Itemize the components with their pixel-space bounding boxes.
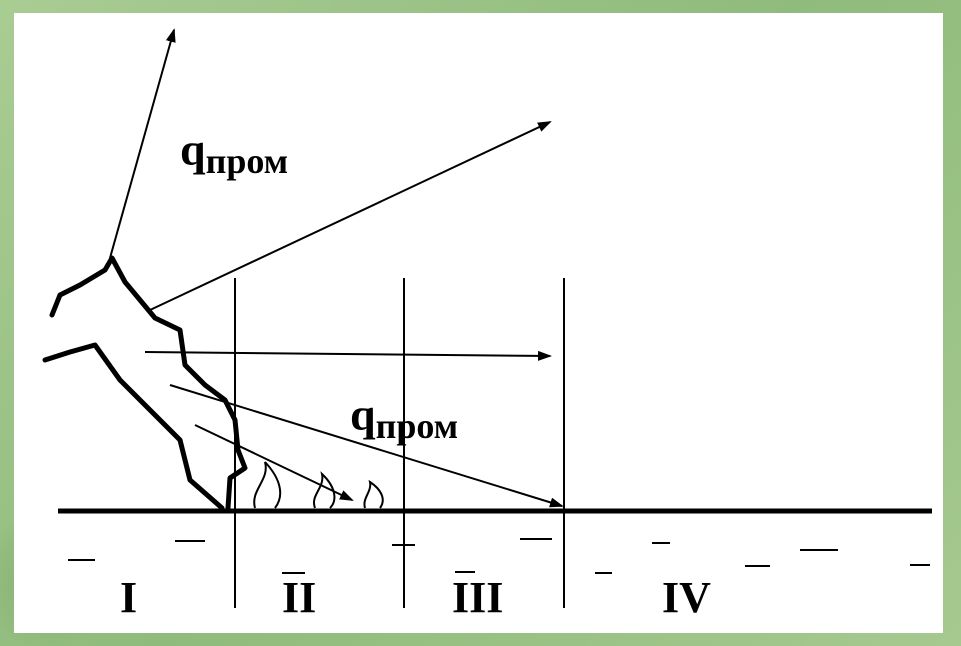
heat-flux-arrow-horizontal xyxy=(144,350,552,361)
heat-flux-arrow-short xyxy=(194,424,354,501)
zone-label-1: I xyxy=(120,573,137,622)
small-flames xyxy=(253,461,384,509)
heat-flux-arrow-diagonal xyxy=(149,121,552,311)
zone-label-2: II xyxy=(282,573,316,622)
flame-outline xyxy=(42,255,248,511)
ground-texture xyxy=(68,538,930,574)
q-label-upper: qпром xyxy=(180,124,288,181)
zone-label-4: IV xyxy=(662,573,711,622)
heat-flux-arrow-to-zone3 xyxy=(169,384,564,508)
heat-flux-arrow-up xyxy=(109,28,176,259)
zone-label-3: III xyxy=(452,573,503,622)
q-label-lower: qпром xyxy=(350,389,458,446)
